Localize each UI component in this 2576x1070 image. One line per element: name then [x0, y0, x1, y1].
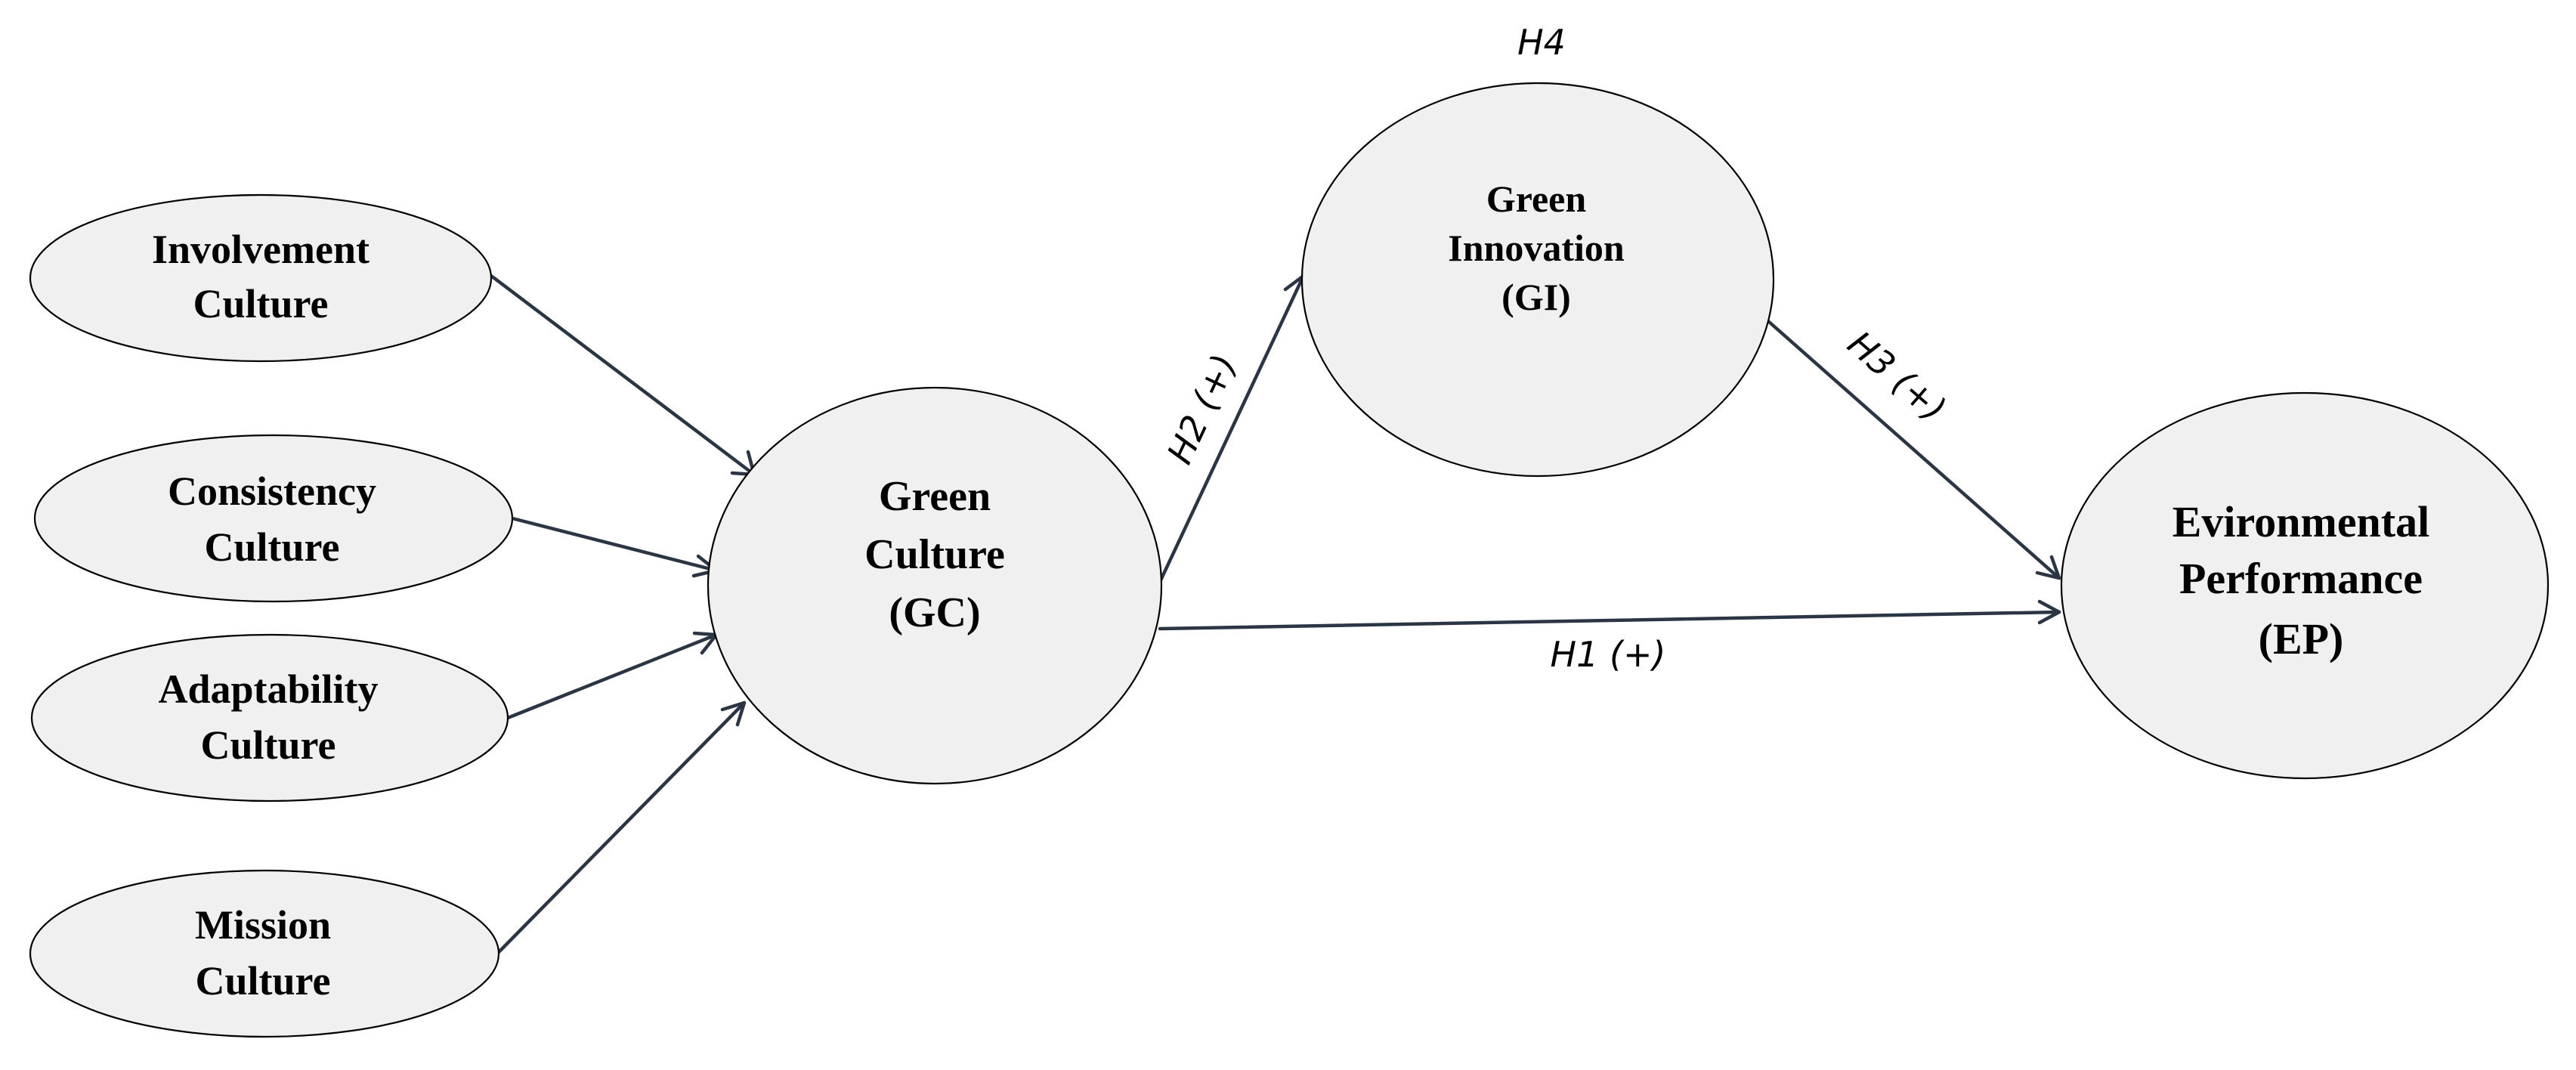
node-label: (EP) [2259, 614, 2344, 663]
edge-consistency-to-gc [510, 516, 719, 578]
node-label: Green [879, 473, 991, 520]
node-label: Culture [200, 722, 336, 768]
edge-gi-to-ep [1766, 319, 2061, 580]
node-adaptability-culture: Adaptability Culture [30, 633, 509, 802]
node-label: Innovation [1448, 227, 1625, 269]
edge-gc-to-ep [1158, 599, 2061, 631]
edge-adaptability-to-gc [506, 631, 719, 720]
node-label: Adaptability [158, 666, 378, 712]
node-label: Involvement [152, 227, 370, 272]
node-label: Performance [2179, 554, 2423, 603]
node-label: Consistency [168, 469, 376, 514]
node-label: Green [1486, 178, 1587, 220]
edge-mission-to-gc [496, 700, 747, 954]
node-green-innovation: Green Innovation (GI) [1300, 82, 1775, 478]
node-label: (GC) [889, 589, 980, 636]
hypothesis-h3-label: H3 (+) [1840, 323, 1954, 429]
node-consistency-culture: Consistency Culture [33, 434, 514, 603]
node-label: Culture [204, 524, 339, 570]
node-mission-culture: Mission Culture [29, 869, 500, 1038]
hypothesis-h4-label: H4 [1517, 22, 1566, 63]
node-label: Culture [195, 958, 330, 1004]
node-involvement-culture: Involvement Culture [29, 193, 493, 363]
node-label: (GI) [1501, 276, 1571, 318]
node-green-culture: Green Culture (GC) [707, 386, 1163, 785]
node-environmental-performance: Evironmental Performance (EP) [2060, 391, 2550, 780]
edge-involvement-to-gc [489, 274, 756, 477]
node-label: Evironmental [2172, 497, 2430, 546]
node-label: Culture [864, 531, 1005, 578]
node-label: Mission [195, 902, 331, 948]
hypothesis-h1-label: H1 (+) [1551, 634, 1666, 675]
hypothesis-h2-label: H2 (+) [1159, 348, 1245, 470]
node-label: Culture [193, 281, 328, 326]
